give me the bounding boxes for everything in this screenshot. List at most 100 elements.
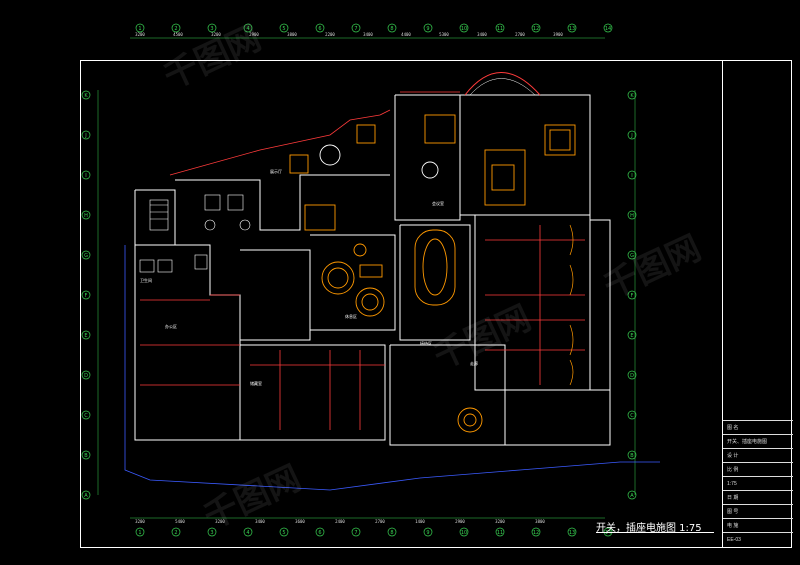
grid-bubble <box>81 490 91 500</box>
outlet-strips <box>569 224 574 386</box>
grid-bubble <box>627 490 637 500</box>
grid-label: A <box>84 493 88 499</box>
grid-label: B <box>84 453 88 459</box>
dimension-label: 3800 <box>287 32 297 37</box>
titleblock-row: 比 例 <box>723 462 793 476</box>
dimension-label: 3200 <box>495 519 505 524</box>
dimension-label: 3800 <box>535 519 545 524</box>
dimension-label: 2900 <box>455 519 465 524</box>
grid-label: F <box>631 293 634 299</box>
dimension-label: 2900 <box>249 32 259 37</box>
grid-bubble <box>459 23 469 33</box>
grid-bubble <box>567 527 577 537</box>
grid-label: 6 <box>318 530 321 536</box>
titleblock-row: 1:75 <box>723 476 793 490</box>
grid-label: 14 <box>605 530 611 536</box>
grid-bubble <box>171 527 181 537</box>
grid-bubble <box>207 23 217 33</box>
dimension-label: 2700 <box>375 519 385 524</box>
dimension-label: 2700 <box>515 32 525 37</box>
grid-label: 12 <box>533 530 539 536</box>
titleblock-row: 电 施 <box>723 518 793 532</box>
grid-bubble <box>423 527 433 537</box>
grid-label: 14 <box>605 26 611 32</box>
grid-label: K <box>84 93 88 99</box>
grid-bubble <box>351 527 361 537</box>
titleblock-row: 图 号 <box>723 504 793 518</box>
grid-bubble <box>81 330 91 340</box>
dimension-label: 3200 <box>215 519 225 524</box>
grid-label: D <box>84 373 88 379</box>
grid-bubble <box>81 250 91 260</box>
grid-bubble <box>459 527 469 537</box>
grid-label: 9 <box>426 530 429 536</box>
titleblock-row: 图 名 <box>723 420 793 434</box>
grid-label: J <box>630 133 632 139</box>
grid-label: E <box>630 333 633 339</box>
grid-label: H <box>630 213 634 219</box>
dimension-label: 2200 <box>325 32 335 37</box>
grid-label: 2 <box>174 26 177 32</box>
dimension-label: 4500 <box>173 32 183 37</box>
grid-label: K <box>630 93 634 99</box>
dimension-label: 3600 <box>295 519 305 524</box>
grid-bubble <box>531 527 541 537</box>
grid-bubble <box>81 170 91 180</box>
grid-bubble <box>81 370 91 380</box>
grid-bubble <box>423 23 433 33</box>
room-label: 办公区 <box>165 323 177 329</box>
washroom-fixtures <box>139 194 251 273</box>
grid-bubble <box>627 90 637 100</box>
grid-label: E <box>84 333 87 339</box>
grid-label: 6 <box>318 26 321 32</box>
grid-label: 8 <box>390 26 393 32</box>
caption-underline <box>596 532 714 533</box>
titleblock-row: 设 计 <box>723 448 793 462</box>
grid-bubble <box>81 290 91 300</box>
grid-bubble <box>351 23 361 33</box>
grid-bubble <box>627 410 637 420</box>
grid-label: 8 <box>390 530 393 536</box>
grid-bubble <box>81 410 91 420</box>
grid-label: 13 <box>569 26 575 32</box>
grid-label: H <box>84 213 88 219</box>
grid-label: J <box>84 133 86 139</box>
grid-bubble <box>627 450 637 460</box>
dimension-label: 5400 <box>175 519 185 524</box>
grid-bubble <box>135 23 145 33</box>
grid-label: 5 <box>282 26 285 32</box>
room-label: 会议室 <box>432 200 444 206</box>
grid-label: I <box>631 173 632 179</box>
dimension-label: 3200 <box>135 519 145 524</box>
grid-label: 9 <box>426 26 429 32</box>
drawing-frame <box>80 60 792 548</box>
grid-label: G <box>84 253 88 259</box>
grid-label: C <box>84 413 88 419</box>
grid-bubble <box>243 23 253 33</box>
grid-label: 5 <box>282 530 285 536</box>
grid-bubble <box>81 450 91 460</box>
grid-bubble <box>627 330 637 340</box>
dimension-label: 3200 <box>135 32 145 37</box>
partition-lines <box>140 91 585 430</box>
grid-bubble <box>627 170 637 180</box>
grid-bubble <box>81 90 91 100</box>
grid-bubble <box>81 130 91 140</box>
grid-bubble <box>567 23 577 33</box>
dimension-label: 3400 <box>363 32 373 37</box>
dimension-label: 3400 <box>255 519 265 524</box>
grid-bubble <box>495 23 505 33</box>
grid-label: C <box>630 413 634 419</box>
grid-label: G <box>630 253 634 259</box>
room-label: 卫生间 <box>140 277 152 283</box>
grid-bubble <box>387 527 397 537</box>
grid-label: 10 <box>461 26 467 32</box>
grid-label: 3 <box>210 26 213 32</box>
titleblock-row: 开关、插座电施图 <box>723 434 793 448</box>
wall-outline <box>134 94 611 446</box>
